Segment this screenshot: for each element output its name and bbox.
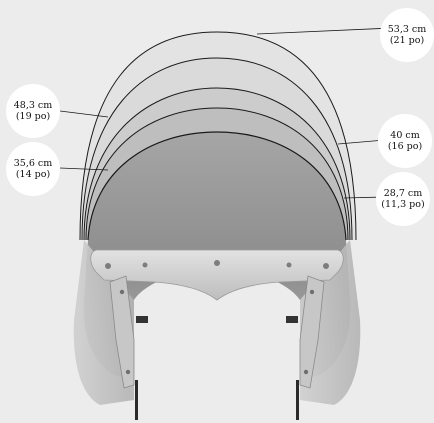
shield-right-wing bbox=[300, 240, 361, 405]
clamp-right bbox=[286, 316, 298, 323]
label-53cm-imperial: (21 po) bbox=[389, 35, 425, 46]
bracket-right bbox=[299, 275, 325, 389]
shield-left-wing bbox=[73, 240, 134, 405]
label-28cm: 28,7 cm (11,3 po) bbox=[376, 172, 430, 226]
label-53cm-metric: 53,3 cm bbox=[387, 24, 427, 35]
label-48cm: 48,3 cm (19 po) bbox=[6, 84, 60, 138]
outline-53cm bbox=[79, 31, 357, 241]
label-28cm-metric: 28,7 cm bbox=[383, 188, 423, 199]
leader-53cm bbox=[256, 27, 393, 35]
plate-bolt-center bbox=[214, 260, 220, 266]
clamp-left bbox=[136, 316, 148, 323]
bracket-left bbox=[109, 275, 135, 389]
outline-28cm bbox=[87, 131, 347, 241]
label-53cm: 53,3 cm (21 po) bbox=[380, 8, 434, 62]
label-35cm: 35,6 cm (14 po) bbox=[6, 142, 60, 196]
rod-left bbox=[135, 380, 138, 420]
label-40cm-metric: 40 cm bbox=[390, 130, 420, 141]
plate-bolt-right bbox=[323, 263, 329, 269]
label-35cm-metric: 35,6 cm bbox=[13, 158, 53, 169]
plate-bolt-left bbox=[105, 263, 111, 269]
leader-40cm bbox=[337, 139, 386, 145]
bracket-right-bolt-bottom bbox=[303, 369, 309, 375]
plate-bolt-left-mid bbox=[142, 262, 148, 268]
outline-40cm bbox=[83, 87, 351, 241]
outline-48cm bbox=[81, 57, 353, 241]
bracket-right-bolt-top bbox=[309, 289, 315, 295]
label-48cm-metric: 48,3 cm bbox=[13, 100, 53, 111]
bracket-left-bolt-bottom bbox=[125, 369, 131, 375]
label-40cm: 40 cm (16 po) bbox=[378, 114, 432, 168]
label-48cm-imperial: (19 po) bbox=[15, 111, 51, 122]
plate-bolt-right-mid bbox=[286, 262, 292, 268]
leader-48cm bbox=[59, 110, 109, 118]
label-40cm-imperial: (16 po) bbox=[387, 141, 423, 152]
label-28cm-imperial: (11,3 po) bbox=[381, 199, 425, 210]
label-35cm-imperial: (14 po) bbox=[15, 169, 51, 180]
bracket-left-bolt-top bbox=[119, 289, 125, 295]
leader-35cm bbox=[59, 167, 109, 171]
mounting-plate bbox=[90, 249, 344, 301]
rod-right bbox=[296, 380, 299, 420]
